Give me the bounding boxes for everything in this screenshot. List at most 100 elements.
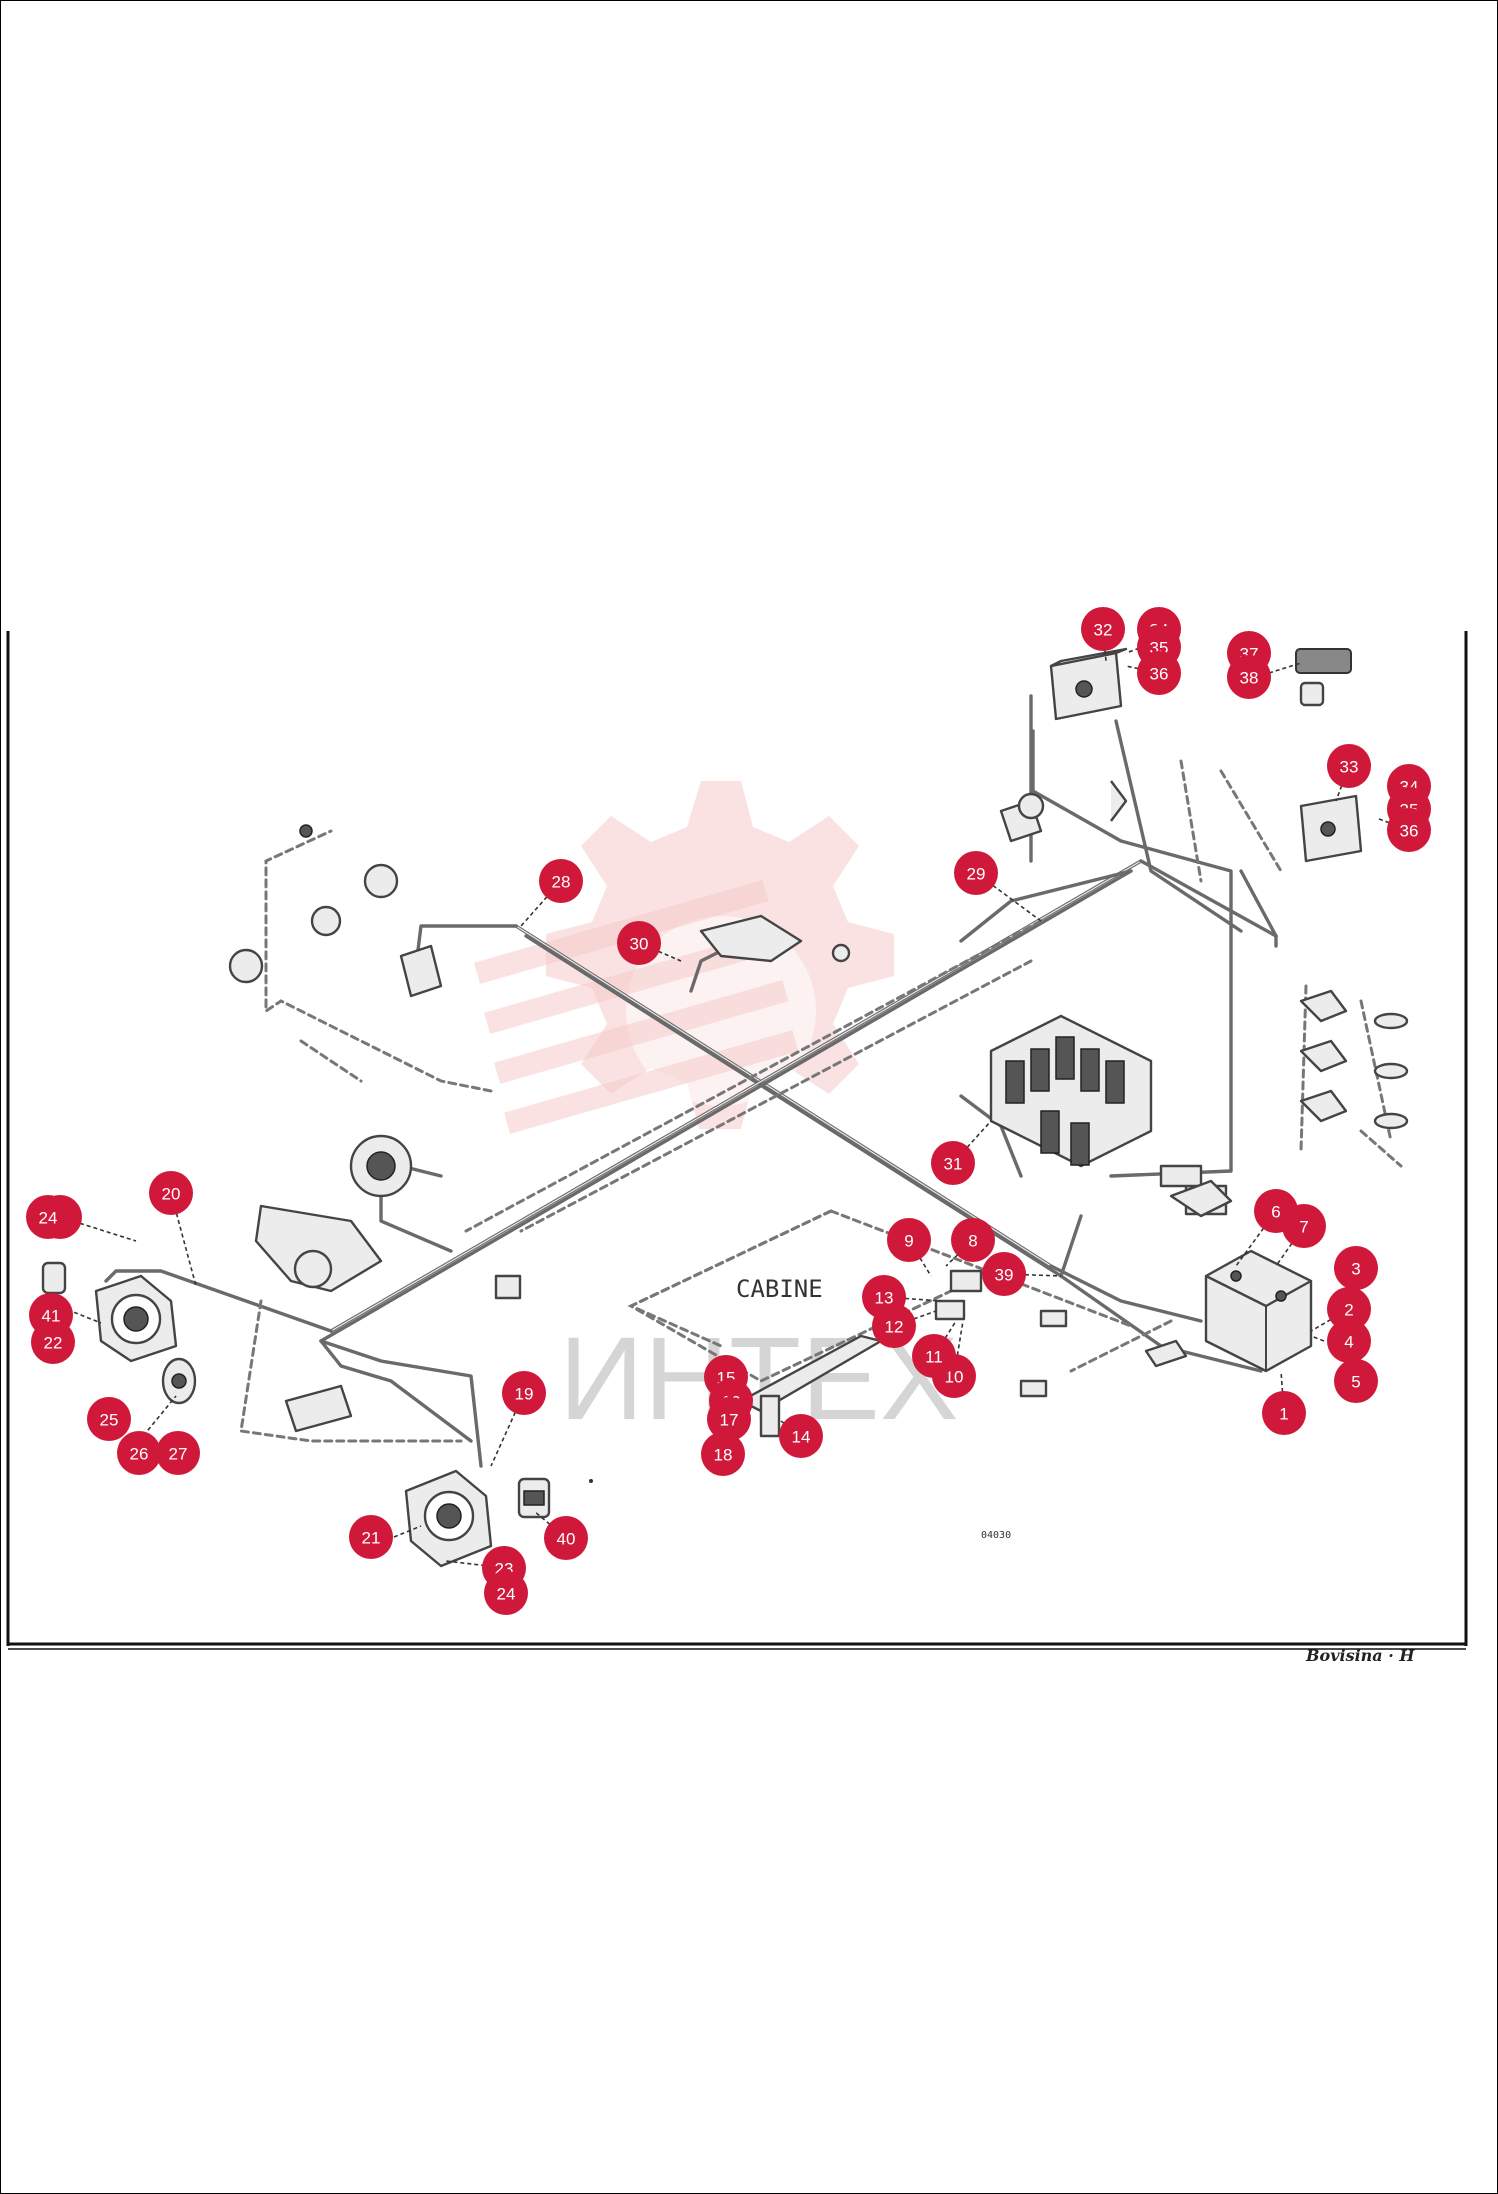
callout-circle (1282, 1204, 1326, 1248)
callout-circle (87, 1397, 131, 1441)
callout-13[interactable]: 13 (862, 1275, 906, 1319)
callout-circle (1327, 744, 1371, 788)
callout-circle (931, 1141, 975, 1185)
callout-number: 32 (1094, 621, 1113, 640)
callout-number: 12 (885, 1318, 904, 1337)
alternator (349, 1134, 413, 1198)
callout-circle (954, 851, 998, 895)
callout-circle (539, 859, 583, 903)
callout-number: 38 (1240, 669, 1259, 688)
callout-40[interactable]: 40 (544, 1516, 588, 1560)
callout-number: 5 (1351, 1373, 1360, 1392)
callout-5[interactable]: 5 (1334, 1359, 1378, 1403)
cabin-outline: CABINE (627, 1209, 953, 1413)
callout-31[interactable]: 31 (931, 1141, 975, 1185)
callout-21[interactable]: 21 (349, 1515, 393, 1559)
callout-circle (707, 1397, 751, 1441)
callout-2[interactable]: 2 (1327, 1287, 1371, 1331)
callout-36[interactable]: 36 (1387, 808, 1431, 852)
callout-32[interactable]: 32 (1081, 607, 1125, 651)
callout-number: 29 (967, 865, 986, 884)
callout-24[interactable]: 24 (484, 1571, 528, 1615)
dashed-harness (239, 759, 1403, 1443)
callout-33[interactable]: 33 (1327, 744, 1371, 788)
callout-number: 36 (1400, 822, 1419, 841)
callout-38[interactable]: 38 (1227, 655, 1271, 699)
callout-circle (149, 1171, 193, 1215)
callout-number: 40 (557, 1530, 576, 1549)
callout-25[interactable]: 25 (87, 1397, 131, 1441)
callout-8[interactable]: 8 (951, 1218, 995, 1262)
callout-39[interactable]: 39 (982, 1252, 1026, 1296)
engine-sensors (228, 780, 1233, 1218)
callout-3[interactable]: 3 (1334, 1246, 1378, 1290)
callout-4[interactable]: 4 (1327, 1319, 1371, 1363)
callout-circle (349, 1515, 393, 1559)
rear-work-lamp-right (1299, 794, 1363, 863)
callout-17[interactable]: 17 (707, 1397, 751, 1441)
callout-19[interactable]: 19 (502, 1371, 546, 1415)
callout-circle (1327, 1319, 1371, 1363)
callout-number: 41 (42, 1307, 61, 1326)
callout-28[interactable]: 28 (539, 859, 583, 903)
callout-7[interactable]: 7 (1282, 1204, 1326, 1248)
callout-number: 7 (1299, 1218, 1308, 1237)
callout-number: 39 (995, 1266, 1014, 1285)
callout-20[interactable]: 20 (149, 1171, 193, 1215)
starter-motor (254, 1204, 383, 1293)
callout-9[interactable]: 9 (887, 1218, 931, 1262)
callout-26[interactable]: 26 (117, 1431, 161, 1475)
callout-number: 2 (1344, 1301, 1353, 1320)
callout-29[interactable]: 29 (954, 851, 998, 895)
callout-number: 28 (552, 873, 571, 892)
callout-circle (1137, 651, 1181, 695)
callout-1[interactable]: 1 (1262, 1391, 1306, 1435)
callout-number: 19 (515, 1385, 534, 1404)
callout-24[interactable]: 24 (26, 1195, 70, 1239)
callout-number: 9 (904, 1232, 913, 1251)
callout-circle (1334, 1246, 1378, 1290)
callout-circle (779, 1414, 823, 1458)
callout-number: 33 (1340, 758, 1359, 777)
battery (1204, 1249, 1313, 1373)
callout-11[interactable]: 11 (912, 1334, 956, 1378)
callout-number: 22 (44, 1334, 63, 1353)
callout-number: 36 (1150, 665, 1169, 684)
callout-circle (887, 1218, 931, 1262)
callout-circle (862, 1275, 906, 1319)
front-headlamp-right (404, 1469, 493, 1568)
callout-circle (701, 1432, 745, 1476)
front-headlamp-left (41, 1261, 178, 1363)
callouts: 1234567891011121314151617181920212223232… (26, 607, 1431, 1615)
callout-circle (26, 1195, 70, 1239)
callout-circle (1227, 655, 1271, 699)
callout-number: 4 (1344, 1333, 1353, 1352)
callout-27[interactable]: 27 (156, 1431, 200, 1475)
callout-14[interactable]: 14 (779, 1414, 823, 1458)
callout-number: 6 (1271, 1203, 1280, 1222)
callout-circle (617, 921, 661, 965)
callout-number: 30 (630, 935, 649, 954)
callout-number: 17 (720, 1411, 739, 1430)
callout-number: 10 (945, 1368, 964, 1387)
callout-circle (484, 1571, 528, 1615)
callout-circle (951, 1218, 995, 1262)
callout-circle (1387, 808, 1431, 852)
callout-circle (912, 1334, 956, 1378)
callout-number: 3 (1351, 1260, 1360, 1279)
callout-number: 14 (792, 1428, 811, 1447)
cabine-label: CABINE (736, 1275, 823, 1303)
callout-number: 11 (925, 1348, 943, 1367)
drawing-code: 04030 (981, 1530, 1011, 1541)
callout-18[interactable]: 18 (701, 1432, 745, 1476)
callout-number: 20 (162, 1185, 181, 1204)
callout-30[interactable]: 30 (617, 921, 661, 965)
callout-number: 24 (497, 1585, 516, 1604)
callout-circle (1327, 1287, 1371, 1331)
callout-circle (156, 1431, 200, 1475)
callout-41[interactable]: 41 (29, 1293, 73, 1337)
callout-number: 25 (100, 1411, 119, 1430)
misc-marks: 04030 Bovisina · H (589, 1479, 1415, 1665)
callout-36[interactable]: 36 (1137, 651, 1181, 695)
